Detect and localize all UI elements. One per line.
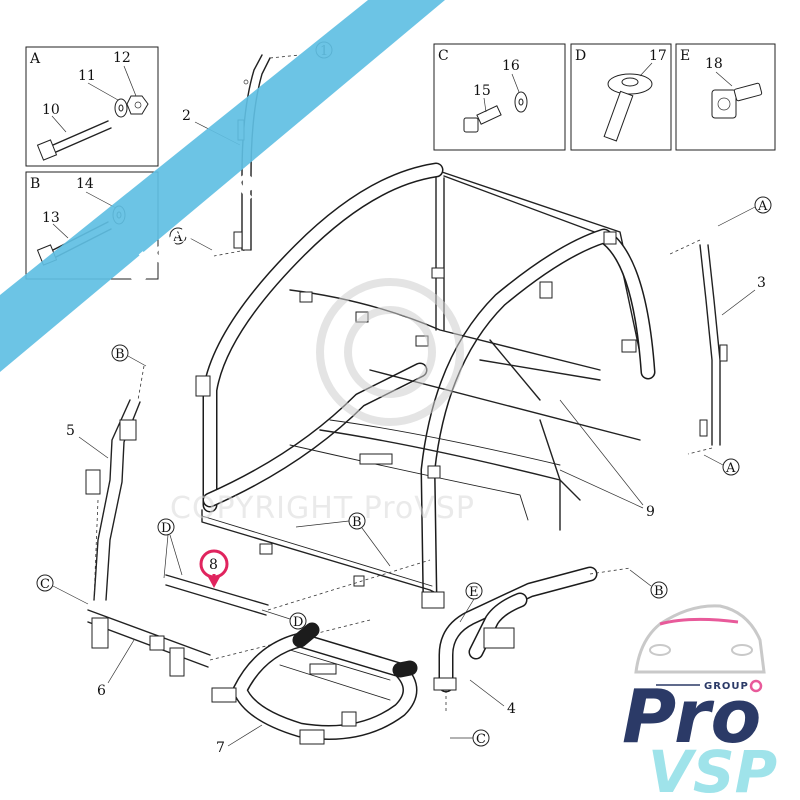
pillar-part-3: 3 A A: [669, 196, 772, 476]
callout-c-left: [36, 574, 54, 592]
label-15: 15: [473, 83, 491, 99]
provsp-logo: GROUP Pro VSP: [622, 604, 777, 800]
label-12: 12: [113, 50, 131, 66]
callout-d-top: [157, 518, 175, 536]
svg-text:B: B: [654, 584, 664, 599]
callout-a-bottom-right: [722, 458, 740, 476]
roll-cage-frame: 9 B: [195, 162, 656, 609]
svg-text:B: B: [352, 515, 362, 530]
svg-text:C: C: [40, 577, 50, 592]
svg-text:A: A: [172, 230, 183, 245]
label-11: 11: [78, 68, 96, 84]
label-18: 18: [705, 56, 723, 72]
callout-a-top-right: [754, 196, 772, 214]
label-4: 4: [507, 701, 516, 717]
detail-box-a: A 10 11 12: [25, 46, 159, 167]
highlight-arrow: [208, 577, 220, 588]
label-16: 16: [502, 58, 520, 74]
svg-text:C: C: [476, 732, 486, 747]
detail-box-a-letter: A: [29, 51, 41, 67]
copyright-watermark: COPYRIGHT ProVSP: [170, 278, 475, 526]
svg-text:B: B: [115, 347, 125, 362]
detail-box-d-letter: D: [575, 48, 586, 64]
label-7: 7: [216, 740, 225, 756]
logo-pro-text: Pro: [622, 674, 761, 760]
detail-box-e: E 18: [675, 43, 776, 151]
watermark-text: COPYRIGHT ProVSP: [170, 491, 475, 526]
callout-d-bottom: [289, 612, 307, 630]
svg-text:A: A: [725, 461, 736, 476]
front-post-part-5: 5 B: [66, 344, 147, 601]
label-2: 2: [182, 108, 191, 124]
svg-text:D: D: [293, 615, 303, 630]
label-14: 14: [76, 176, 94, 192]
label-10: 10: [42, 102, 60, 118]
label-9: 9: [646, 504, 655, 520]
detail-box-c: C 15 16: [433, 43, 566, 151]
svg-text:A: A: [757, 199, 768, 214]
callout-b-left: [111, 344, 129, 362]
svg-text:D: D: [161, 521, 171, 536]
label-6: 6: [97, 683, 106, 699]
detail-box-e-letter: E: [680, 48, 690, 64]
car-outline-icon: [634, 604, 766, 674]
detail-box-d: D 17: [570, 43, 672, 151]
label-3: 3: [757, 275, 766, 291]
front-cross-part-6: 6 C: [36, 574, 371, 699]
floor-frame-part-7: 7: [211, 622, 418, 756]
callout-b-right: [650, 581, 668, 599]
label-13: 13: [42, 210, 60, 226]
logo-vsp-text: VSP: [648, 738, 777, 800]
rail-part-8: 8 D D: [157, 518, 431, 630]
logo-group-text: GROUP: [704, 681, 749, 692]
hex-nut-icon: [749, 679, 763, 693]
rear-frame-part-4: 4 E B C: [433, 566, 668, 747]
detail-box-c-letter: C: [438, 48, 449, 64]
label-17: 17: [649, 48, 667, 64]
label-5: 5: [66, 423, 75, 439]
svg-text:E: E: [469, 585, 479, 600]
label-8: 8: [209, 557, 218, 573]
detail-box-b-letter: B: [30, 176, 40, 192]
